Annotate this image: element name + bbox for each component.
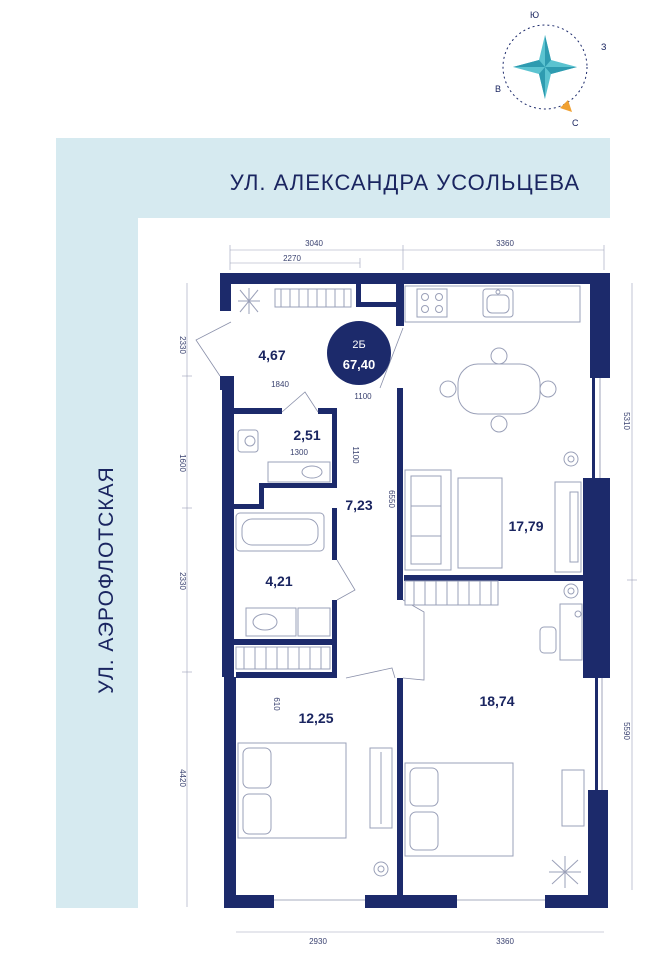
compass-south: Ю (530, 10, 539, 20)
dim-corridor-length: 6550 (387, 490, 396, 508)
sink-icon (267, 461, 331, 483)
dim-right-5590: 5590 (622, 722, 631, 740)
kitchen-furniture (404, 285, 582, 573)
dim-bottom-right: 3360 (496, 937, 514, 946)
compass: Ю З В С (495, 10, 606, 128)
dim-top-left: 3040 (305, 239, 323, 248)
dim-top-right: 3360 (496, 239, 514, 248)
apartment-total-area: 67,40 (343, 357, 376, 372)
street-top-label: УЛ. АЛЕКСАНДРА УСОЛЬЦЕВА (230, 170, 580, 195)
tv-stand (554, 481, 582, 573)
dim-door-1100b: 1100 (351, 446, 360, 464)
double-bed-big (404, 762, 514, 857)
area-hall: 4,67 (258, 347, 285, 363)
area-toilet: 2,51 (293, 427, 320, 443)
kitchen-sink-icon (482, 288, 514, 318)
plant-icon (238, 288, 260, 314)
compass-north-marker-icon (560, 100, 572, 112)
bath-sink-icon (245, 607, 297, 637)
dim-left-2330a: 2330 (178, 336, 187, 354)
dim-right-5310: 5310 (622, 412, 631, 430)
toilet-icon (237, 429, 259, 453)
desk (559, 603, 583, 661)
desk-chair (539, 626, 557, 654)
apartment-type: 2Б (352, 339, 365, 351)
dim-door-1100a: 1100 (354, 392, 372, 401)
area-corridor: 7,23 (345, 497, 372, 513)
dim-top-left-inner: 2270 (283, 254, 301, 263)
dim-hall-width: 1840 (271, 380, 289, 389)
apartment-badge: 2Б 67,40 (327, 321, 391, 385)
bath-furniture (235, 512, 331, 670)
doors (195, 321, 425, 681)
dimension-lines (182, 245, 637, 933)
sofa-icon (404, 469, 452, 571)
bathtub-icon (235, 512, 325, 552)
dim-bottom-left: 2930 (309, 937, 327, 946)
toilet-furniture (237, 429, 331, 483)
street-band (56, 138, 610, 908)
dim-left-2330b: 2330 (178, 572, 187, 590)
compass-east: З (601, 42, 606, 52)
dim-toilet-width: 1300 (290, 448, 308, 457)
small-bedroom-furniture (237, 742, 393, 877)
hall-furniture (238, 288, 352, 314)
area-bedroom-big: 18,74 (479, 693, 514, 709)
area-bedroom-small: 12,25 (298, 710, 333, 726)
outer-walls (220, 273, 610, 908)
dim-left-4420: 4420 (178, 769, 187, 787)
compass-north: С (572, 118, 579, 128)
compass-west: В (495, 84, 501, 94)
stove-icon (416, 288, 448, 318)
dim-inner-610: 610 (272, 697, 281, 711)
dining-table (457, 363, 541, 415)
snowflake-icon (549, 856, 581, 888)
windows (274, 378, 603, 901)
double-bed-small (237, 742, 347, 839)
area-kitchen-living: 17,79 (508, 518, 543, 534)
inner-walls (234, 284, 584, 898)
street-left-label: УЛ. АЭРОФЛОТСКАЯ (95, 466, 118, 693)
big-bedroom-furniture (404, 580, 585, 888)
dim-left-1600: 1600 (178, 454, 187, 472)
area-bath: 4,21 (265, 573, 292, 589)
